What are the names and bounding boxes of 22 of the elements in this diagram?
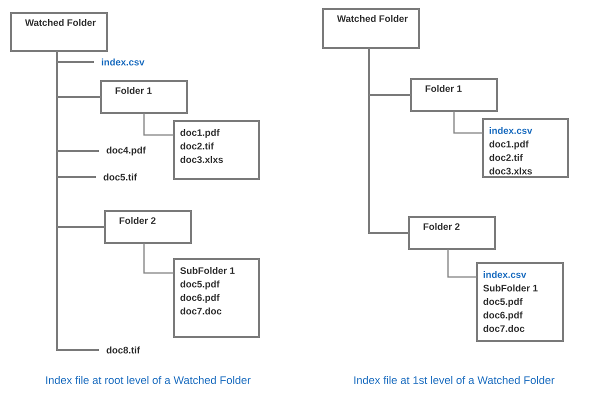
folder-box: Watched Folder — [10, 12, 108, 52]
folder-box: Folder 1 — [100, 80, 188, 114]
connector-line — [368, 49, 408, 234]
folder-box: Folder 2 — [408, 216, 496, 250]
folder-box: Watched Folder — [322, 8, 420, 49]
connector-line — [56, 52, 99, 351]
file-list-box: index.csv doc1.pdf doc2.tif doc3.xlxs — [482, 118, 569, 178]
connector-line — [447, 250, 476, 278]
folder-box: Folder 2 — [104, 210, 192, 244]
file-list-box: SubFolder 1 doc5.pdf doc6.pdf doc7.doc — [173, 258, 260, 338]
caption: Index file at root level of a Watched Folder — [46, 376, 251, 384]
file-label: doc5.tif — [104, 174, 137, 180]
file-list-box: doc1.pdf doc2.tif doc3.xlxs — [173, 120, 260, 180]
connector-line — [143, 114, 173, 136]
caption: Index file at 1st level of a Watched Folder — [354, 376, 554, 384]
file-label: doc8.tif — [106, 346, 140, 354]
file-list-box: index.csv SubFolder 1 doc5.pdf doc6.pdf doc7.doc — [476, 262, 564, 342]
connector-line — [143, 244, 173, 274]
folder-box: Folder 1 — [410, 78, 498, 112]
file-label: index.csv — [102, 58, 144, 66]
connector-line — [453, 112, 482, 134]
file-label: doc4.pdf — [106, 146, 146, 156]
